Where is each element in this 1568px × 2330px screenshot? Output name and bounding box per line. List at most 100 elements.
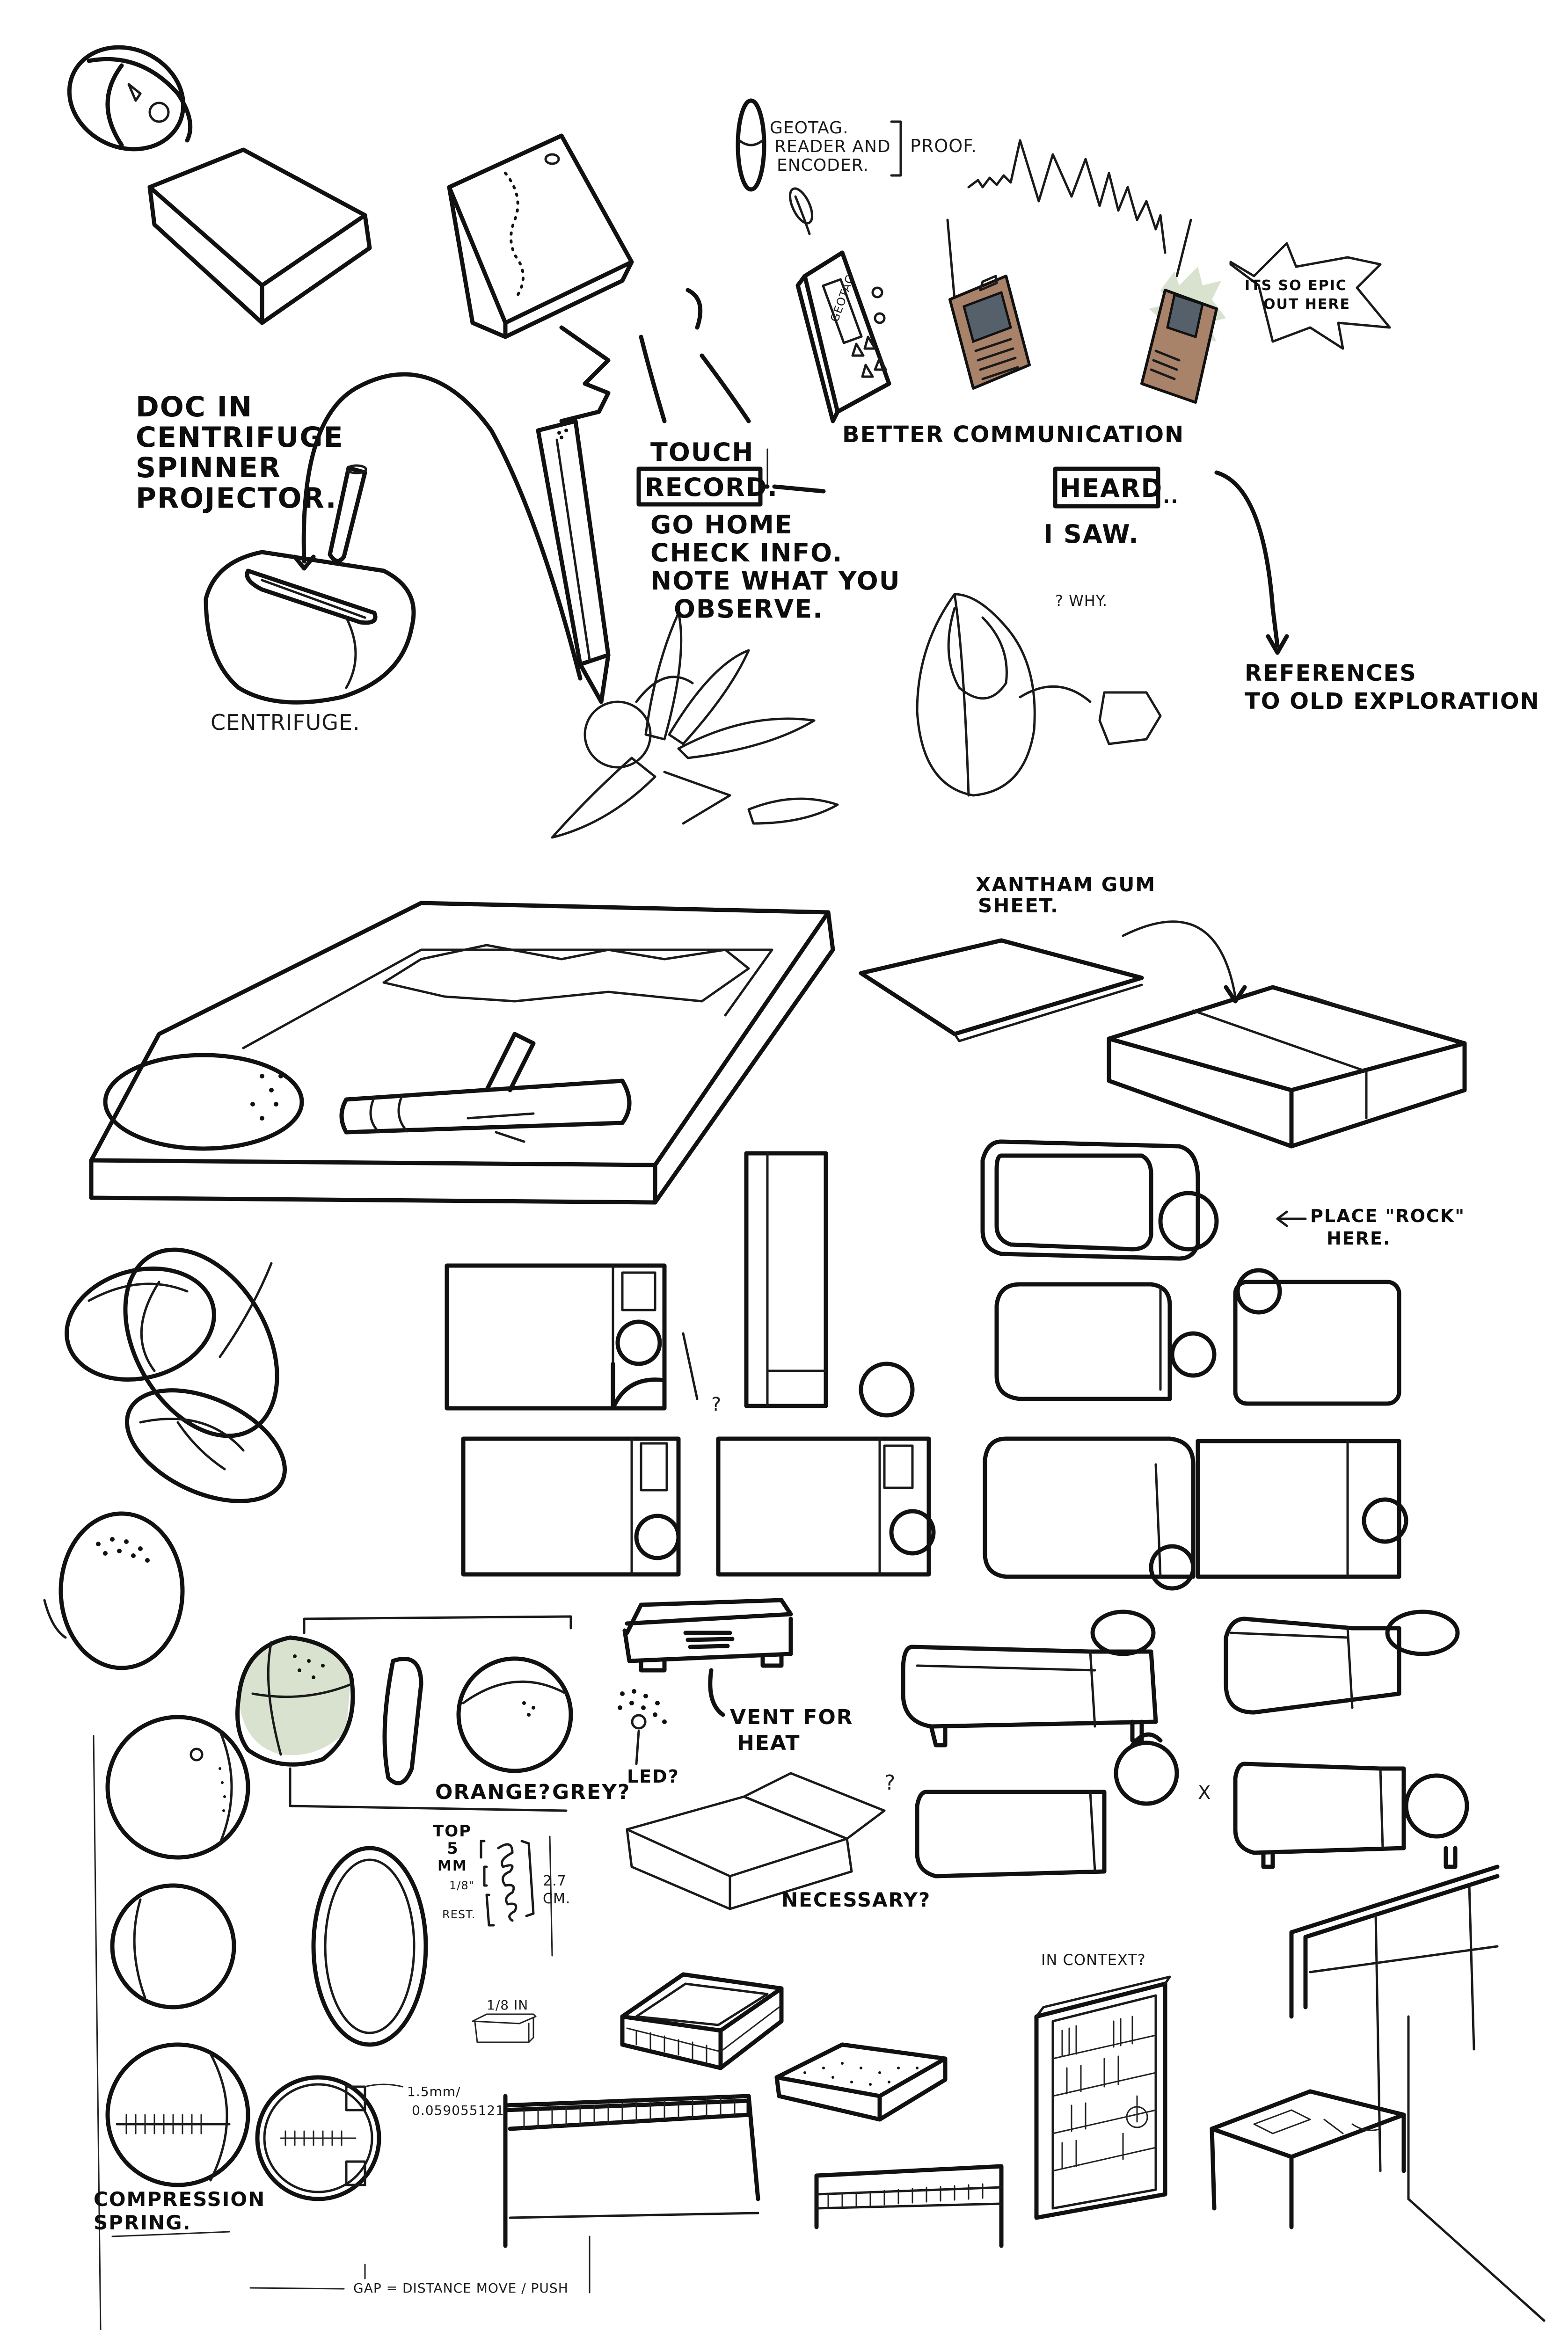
tall-panel-detail <box>766 1152 827 1407</box>
leader-line <box>708 1668 725 1717</box>
wire-dim-line2: 0.059055121 <box>412 2103 504 2118</box>
note-go-home: GO HOME <box>650 510 793 539</box>
note-geotag-line3: ENCODER. <box>777 156 869 175</box>
spring-dim-top: TOP <box>433 1822 472 1841</box>
spring-dim-eighth: 1/8" <box>449 1879 474 1892</box>
underline <box>111 2231 230 2237</box>
note-heard-trail: .. <box>1163 486 1179 508</box>
elevation-3-sketch <box>1233 1268 1401 1406</box>
note-geotag-line1: GEOTAG. <box>770 118 849 138</box>
note-orange: ORANGE? <box>435 1780 551 1804</box>
note-question-2: ? <box>884 1771 896 1795</box>
note-xantham-gum: XANTHAM GUM <box>976 873 1156 896</box>
oval-ring-sketch <box>311 1846 428 2047</box>
rock-circle <box>859 1362 915 1418</box>
sphere-speaker-2-sketch <box>110 1883 236 2010</box>
connector-line <box>758 484 826 494</box>
framed-tray-sketch <box>620 1972 784 2070</box>
note-observe: OBSERVE. <box>674 594 824 624</box>
flat-box-sketch <box>147 147 372 325</box>
speaker-dots <box>96 1537 150 1563</box>
tall-panel-sketch <box>744 1151 828 1408</box>
elevation-2-sketch <box>994 1282 1217 1401</box>
spring-dim-five: 5 <box>447 1839 459 1858</box>
note-better-communication: BETTER COMMUNICATION <box>842 422 1184 448</box>
elevation-7-sketch <box>1196 1439 1408 1579</box>
heard-box <box>1053 466 1160 509</box>
bracket-bottom <box>289 1767 568 1812</box>
note-necessary: NECESSARY? <box>781 1888 931 1911</box>
gap-tick-lines <box>364 2235 591 2294</box>
arrow-left-icon <box>1276 1210 1307 1227</box>
note-epic-line1: ITS SO EPIC <box>1245 277 1347 294</box>
note-x-mark: X <box>1198 1782 1211 1804</box>
elevation-6-sketch <box>983 1436 1196 1591</box>
note-check-info: CHECK INFO. <box>650 538 843 568</box>
note-centrifuge-label: CENTRIFUGE. <box>211 710 360 735</box>
centrifuge-bowl-sketch <box>204 550 416 705</box>
elevation-5-sketch <box>716 1436 936 1577</box>
gap-leader-line <box>249 2287 345 2290</box>
spring-dim-length: 2.7 <box>543 1873 567 1889</box>
note-epic-line2: OUT HERE <box>1263 296 1350 313</box>
sheet-box-sketch <box>1107 985 1467 1149</box>
egg-and-rock-sketch <box>916 593 1162 797</box>
sphere-cutaway-sketch <box>105 2042 250 2187</box>
box-dotted-path-sketch <box>447 133 634 339</box>
window-desk-sketch <box>1210 1864 1546 2322</box>
note-place-rock: PLACE "ROCK" <box>1310 1206 1465 1226</box>
face-profile-sketch <box>559 288 751 423</box>
note-spring: SPRING. <box>94 2211 191 2234</box>
lozenge-sketch <box>382 1657 423 1785</box>
note-note-what-you: NOTE WHAT YOU <box>650 566 901 596</box>
note-led: LED? <box>627 1766 679 1787</box>
spring-dim-unit: CM. <box>543 1891 570 1907</box>
note-heard: HEARD <box>1060 473 1163 503</box>
note-i-saw: I SAW. <box>1043 519 1139 549</box>
arrow-head-icon <box>1266 634 1289 655</box>
note-grey: GREY? <box>552 1780 630 1804</box>
note-place-rock-here: HERE. <box>1327 1228 1391 1249</box>
test-tube-sketch <box>328 464 367 563</box>
device-side-4-sketch <box>1233 1762 1469 1869</box>
box-dim-label: 1/8 IN <box>487 1997 528 2013</box>
walkie-talkie-2-sketch <box>1140 218 1226 404</box>
note-heat: HEAT <box>737 1731 801 1755</box>
spring-dim-rest: REST. <box>442 1908 476 1921</box>
device-side-3-sketch <box>915 1732 1179 1879</box>
device-side-1-sketch <box>901 1609 1158 1748</box>
arrow-to-references <box>1214 470 1280 648</box>
bed-frame-sketch <box>503 2094 760 2248</box>
note-vent-for: VENT FOR <box>730 1705 853 1729</box>
note-gap: GAP = DISTANCE MOVE / PUSH <box>353 2280 569 2296</box>
wedge-box-sketch <box>626 1772 886 1910</box>
vertical-guide-line <box>93 1735 102 2330</box>
note-geotag-line2: READER AND <box>774 137 891 156</box>
sphere-speaker-sketch <box>105 1715 250 1860</box>
signal-wave-icon <box>967 139 1167 254</box>
note-spinner: SPINNER <box>136 451 281 484</box>
elevation-1-sketch <box>445 1263 699 1411</box>
pencil-sketch <box>536 419 611 704</box>
bracket-top <box>303 1615 572 1634</box>
bracket-geotag <box>890 120 902 177</box>
geotag-reader-device-sketch: GEOTAG <box>789 187 891 423</box>
plant-sketch <box>551 612 839 839</box>
dotted-pad-sketch <box>774 2042 948 2122</box>
puck-sketch <box>67 45 193 152</box>
note-sheet: SHEET. <box>978 894 1059 917</box>
note-centrifuge-head: CENTRIFUGE <box>136 421 344 454</box>
note-question-1: ? <box>711 1394 722 1415</box>
note-compression: COMPRESSION <box>94 2188 265 2211</box>
note-touch: TOUCH <box>650 437 754 467</box>
note-references: REFERENCES <box>1245 660 1417 686</box>
pebble-sketches <box>58 1247 287 1670</box>
vent-box-sketch <box>622 1598 793 1673</box>
led-sketch <box>618 1689 667 1765</box>
elevation-4-sketch <box>461 1436 681 1577</box>
device-side-2-sketch <box>1224 1609 1460 1715</box>
rounded-device-sketch <box>980 1139 1219 1261</box>
small-box-sketch <box>472 2013 537 2043</box>
